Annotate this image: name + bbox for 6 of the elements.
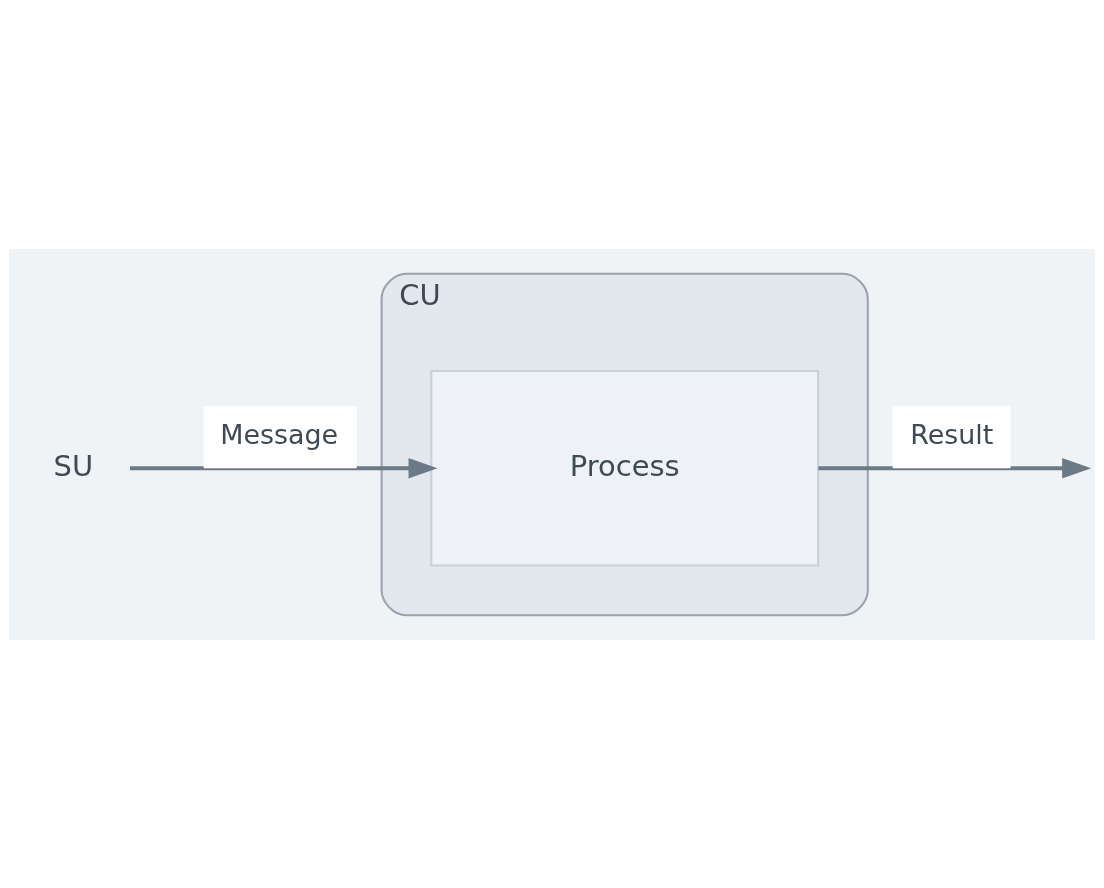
edge-label: Result: [910, 418, 994, 450]
arrow: [818, 457, 1092, 478]
node-box: Process: [430, 369, 820, 567]
edge-label: Message: [220, 418, 339, 450]
node-text: SU: [53, 448, 94, 483]
arrow: [129, 457, 438, 478]
